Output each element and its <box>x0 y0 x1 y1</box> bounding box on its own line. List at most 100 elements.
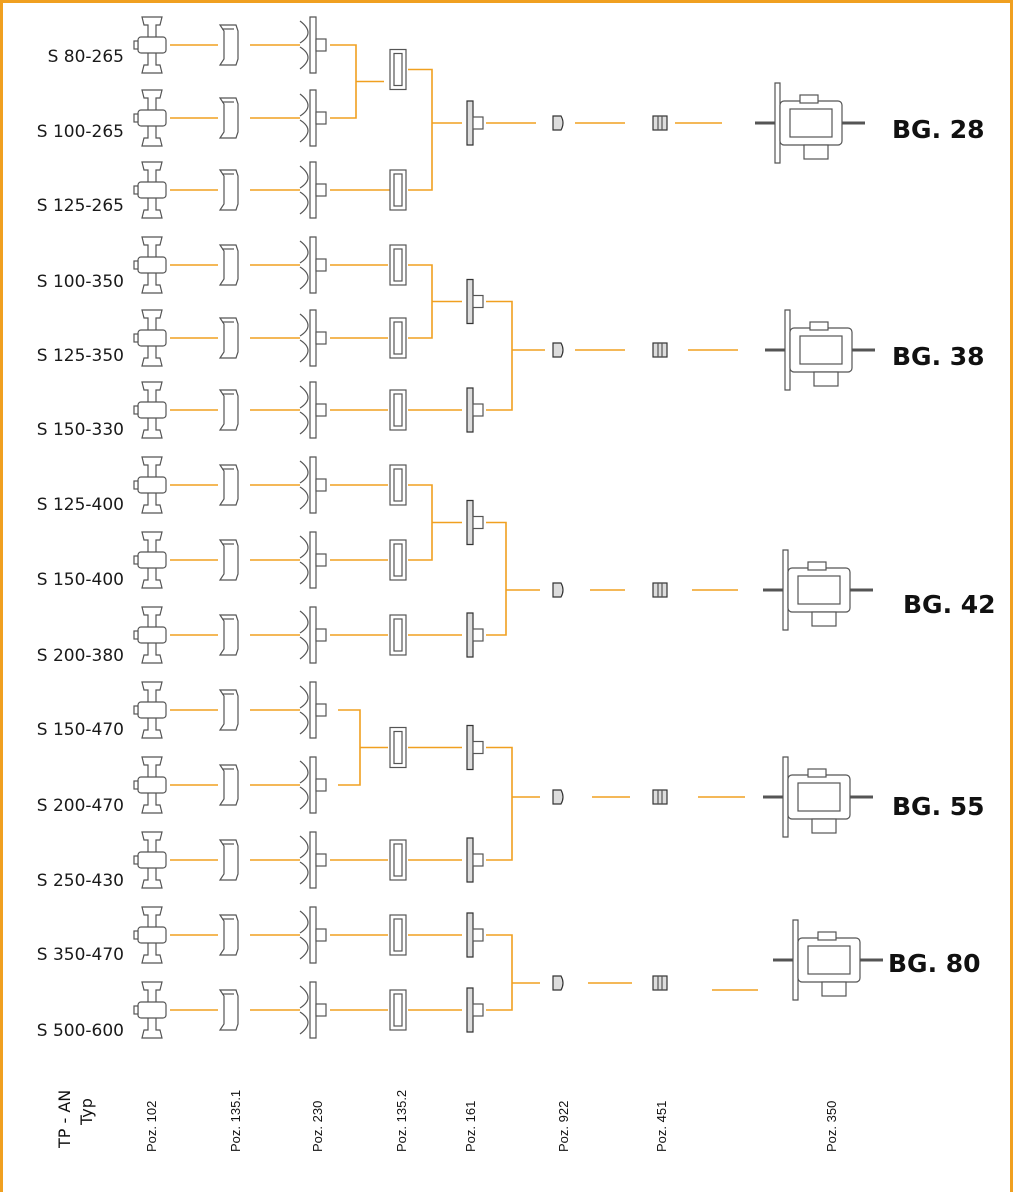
pump-casing-icon <box>133 831 167 889</box>
seal-cover-icon <box>389 914 407 956</box>
pump-casing-icon <box>133 756 167 814</box>
casing-cover-icon <box>218 839 239 881</box>
nut-body <box>552 789 564 805</box>
flange-boss <box>472 116 484 130</box>
casing-flange <box>133 630 139 640</box>
connector-bracket <box>330 44 357 119</box>
pump-label-s500-600: S 500-600 <box>37 1021 124 1041</box>
pump-casing-icon <box>133 161 167 219</box>
ring-body <box>652 582 668 598</box>
flange-icon <box>466 499 484 546</box>
stuffing-box-icon <box>652 975 668 991</box>
impeller-nose <box>315 111 327 125</box>
casing-flange <box>133 185 139 195</box>
casing-flange <box>133 480 139 490</box>
cover-body <box>218 839 239 881</box>
bearing-bracket-icon <box>765 309 875 391</box>
stuffing-box-icon <box>652 582 668 598</box>
impeller-vanes <box>299 760 309 810</box>
flange-plate <box>466 612 474 658</box>
connector-bracket <box>486 746 513 861</box>
flange-boss <box>472 403 484 417</box>
flange-boss <box>472 515 484 530</box>
ring-body <box>652 115 668 131</box>
seal-cover-inner <box>393 918 403 952</box>
casing-cover-icon <box>218 169 239 211</box>
seal-cover-icon <box>389 614 407 656</box>
flange-icon <box>466 100 484 146</box>
flange-boss <box>472 853 484 867</box>
casing-volute <box>137 36 167 54</box>
seal-cover-inner <box>393 173 403 207</box>
flange-boss <box>472 628 484 642</box>
casing-flange <box>133 260 139 270</box>
pump-casing-icon <box>133 309 167 367</box>
casing-volute <box>137 626 167 644</box>
flange-boss <box>472 294 484 309</box>
casing-flange <box>133 405 139 415</box>
pump-casing-icon <box>133 89 167 147</box>
casing-flange <box>133 705 139 715</box>
flange-icon <box>466 837 484 883</box>
flange-icon <box>466 387 484 433</box>
casing-volute <box>137 181 167 199</box>
connector-bracket <box>486 934 513 1011</box>
impeller-icon <box>299 381 327 439</box>
impeller-nose <box>315 778 327 792</box>
impeller-icon <box>299 756 327 814</box>
bearing-inner <box>799 335 843 365</box>
impeller-nose <box>315 928 327 942</box>
casing-volute <box>137 551 167 569</box>
impeller-hub <box>309 89 317 147</box>
impeller-icon <box>299 89 327 147</box>
ring-body <box>652 789 668 805</box>
casing-cover-icon <box>218 539 239 581</box>
bearing-bracket-icon <box>763 549 873 631</box>
bearing-inner <box>797 575 841 605</box>
pump-casing-icon <box>133 531 167 589</box>
impeller-hub <box>309 16 317 74</box>
impeller-hub <box>309 381 317 439</box>
seal-cover-inner <box>393 618 403 652</box>
pump-label-s125-265: S 125-265 <box>37 196 124 216</box>
seal-cover-icon <box>389 169 407 211</box>
casing-volute <box>137 701 167 719</box>
bearing-inner <box>789 108 833 138</box>
casing-cover-icon <box>218 914 239 956</box>
impeller-vanes <box>299 685 309 735</box>
bearing-inner <box>807 945 851 975</box>
impeller-nose <box>315 628 327 642</box>
seal-cover-icon <box>389 839 407 881</box>
impeller-nose <box>315 553 327 567</box>
pump-casing-icon <box>133 906 167 964</box>
flange-plate <box>466 837 474 883</box>
impeller-vanes <box>299 240 309 290</box>
impeller-hub <box>309 981 317 1039</box>
seal-cover-icon <box>389 244 407 286</box>
cover-body <box>218 614 239 656</box>
impeller-vanes <box>299 460 309 510</box>
cover-body <box>218 24 239 66</box>
casing-cover-icon <box>218 989 239 1031</box>
seal-cover-inner <box>393 248 403 282</box>
flange-plate <box>466 912 474 958</box>
impeller-nose <box>315 403 327 417</box>
bearing-flange <box>784 309 791 391</box>
casing-flange <box>133 333 139 343</box>
impeller-icon <box>299 606 327 664</box>
seal-cover-inner <box>393 730 403 765</box>
impeller-icon <box>299 531 327 589</box>
seal-cover-icon <box>389 317 407 359</box>
casing-flange <box>133 855 139 865</box>
impeller-hub <box>309 606 317 664</box>
typ-label-line1: TP - AN <box>55 1090 74 1149</box>
text-labels: S 80-265 S 100-265 S 125-265 S 100-350 S… <box>37 47 996 1152</box>
flange-icon <box>466 278 484 325</box>
flange-boss <box>472 740 484 755</box>
connector-lines <box>170 44 758 1011</box>
pump-label-s100-265: S 100-265 <box>37 122 124 142</box>
column-label-poz922: Poz. 922 <box>556 1101 571 1152</box>
connector-bracket <box>408 484 433 561</box>
nut-body <box>552 342 564 358</box>
